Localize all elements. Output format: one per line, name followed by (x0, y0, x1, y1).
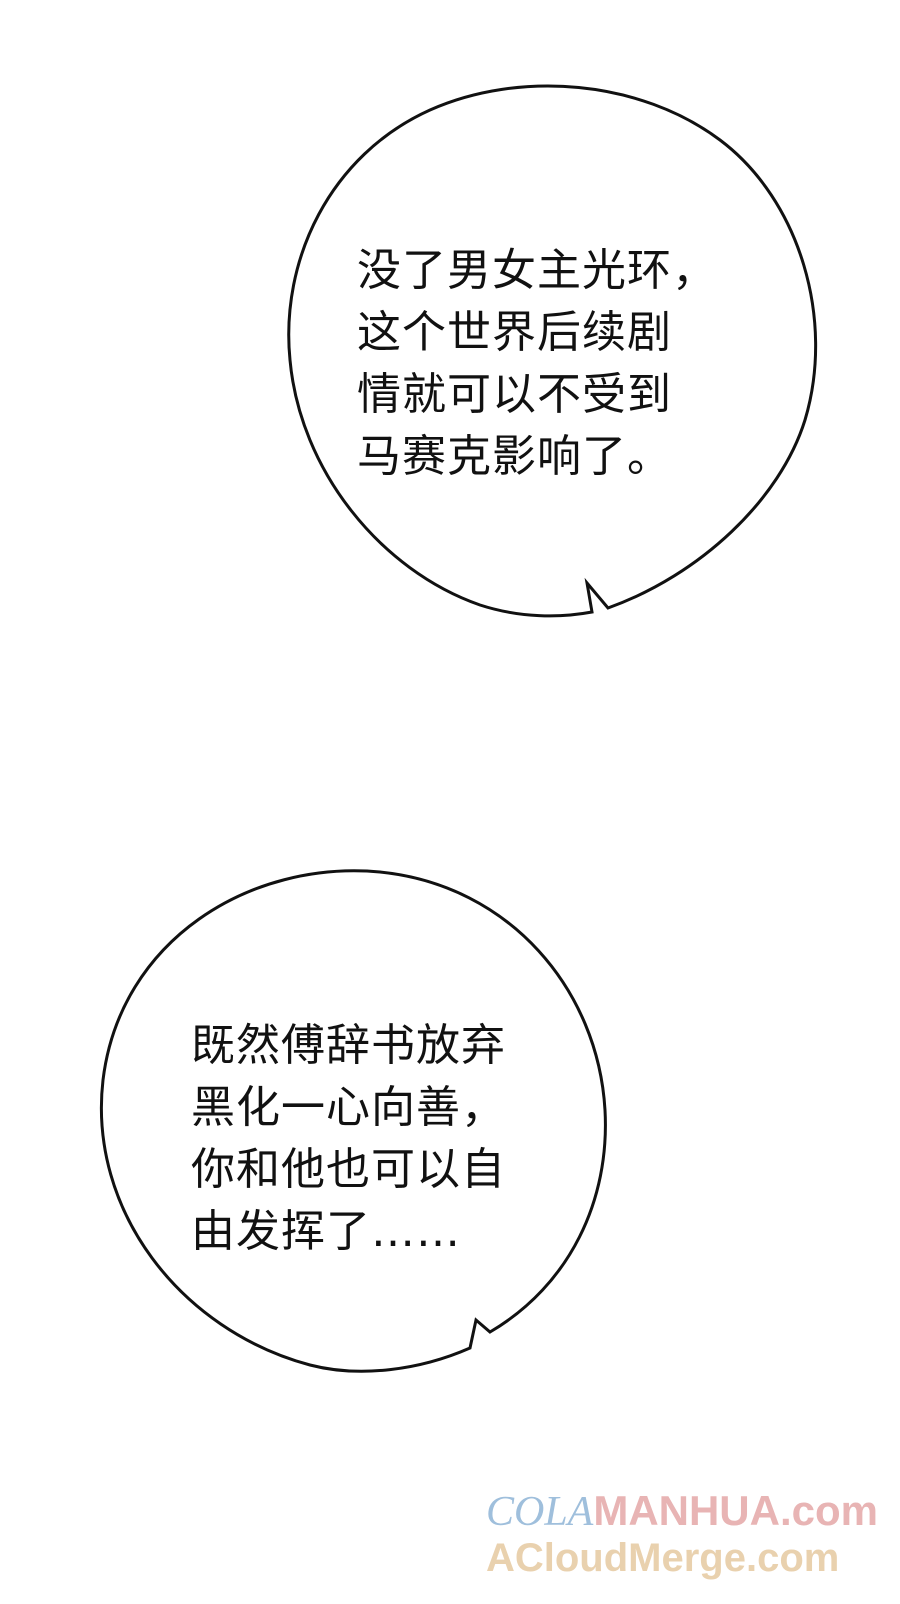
speech-bubble-1 (287, 84, 818, 618)
bubble-1-line-1: 没了男女主光环， (357, 245, 717, 296)
watermark-line-1: COLAMANHUA.com (485, 1487, 878, 1536)
bubble-2-line-3: 你和他也可以自 (191, 1144, 506, 1195)
watermark-manhua: MANHUA.com (593, 1487, 878, 1534)
bubble-2-line-1: 既然傅辞书放弃 (191, 1020, 506, 1071)
speech-bubble-2 (100, 869, 607, 1373)
bubble-2-line-2: 黑化一心向善， (191, 1082, 506, 1133)
bubble-1-line-3: 情就可以不受到 (357, 369, 672, 420)
bubble-2-line-4: 由发挥了…… (191, 1206, 461, 1257)
speech-bubble-1-text: 没了男女主光环， 这个世界后续剧 情就可以不受到 马赛克影响了。 (357, 240, 757, 488)
watermark-line-2: ACloudMerge.com (485, 1536, 840, 1580)
watermark: COLAMANHUA.com ACloudMerge.com (486, 1488, 878, 1581)
bubble-1-line-2: 这个世界后续剧 (357, 307, 672, 358)
watermark-cola: COLA (485, 1489, 594, 1535)
bubble-1-line-4: 马赛克影响了。 (357, 431, 672, 482)
speech-bubble-2-text: 既然傅辞书放弃 黑化一心向善， 你和他也可以自 由发挥了…… (191, 1015, 591, 1263)
